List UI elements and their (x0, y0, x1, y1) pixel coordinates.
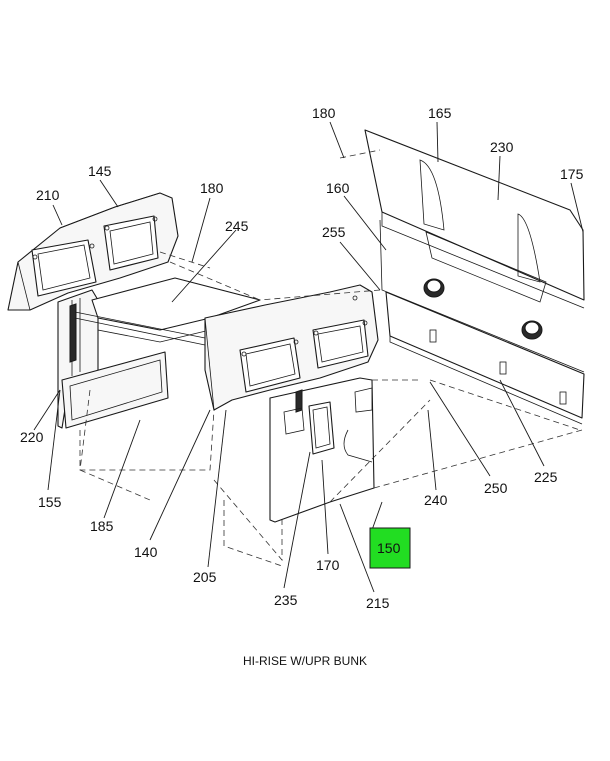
left-bunk-cabinet (7, 192, 179, 311)
callout-185: 185 (90, 518, 114, 534)
callout-140: 140 (134, 544, 158, 560)
callout-180-left: 180 (200, 180, 224, 196)
callout-250: 250 (484, 480, 508, 496)
callout-220: 220 (20, 429, 44, 445)
highlight-box (369, 527, 411, 569)
left-side-wall (57, 289, 169, 429)
callout-170: 170 (316, 557, 340, 573)
callout-145: 145 (88, 163, 112, 179)
callout-240: 240 (424, 492, 448, 508)
callout-175: 175 (560, 166, 584, 182)
callouts: 180 165 230 175 160 255 145 210 180 245 … (20, 105, 584, 611)
callout-160: 160 (326, 180, 350, 196)
callout-155: 155 (38, 494, 62, 510)
callout-245: 245 (225, 218, 249, 234)
callout-150: 150 (377, 540, 401, 556)
callout-205: 205 (193, 569, 217, 585)
rear-lower-panel (269, 377, 375, 523)
callout-235: 235 (274, 592, 298, 608)
callout-255: 255 (322, 224, 346, 240)
diagram-caption: HI-RISE W/UPR BUNK (242, 654, 367, 668)
callout-215: 215 (366, 595, 390, 611)
front-cabinet (204, 284, 379, 411)
callout-230: 230 (490, 139, 514, 155)
callout-210: 210 (36, 187, 60, 203)
callout-180-top: 180 (312, 105, 336, 121)
callout-165: 165 (428, 105, 452, 121)
phantom-lines (79, 149, 583, 567)
callout-225: 225 (534, 469, 558, 485)
bunk-platform (74, 277, 261, 346)
leader-lines (33, 121, 584, 593)
back-lower-panel (385, 291, 585, 425)
